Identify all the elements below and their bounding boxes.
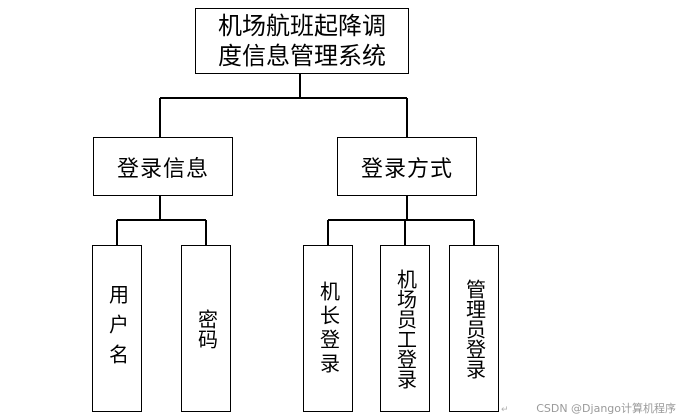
leaf-label: 机长登录 bbox=[316, 280, 341, 377]
leaf-label: 机场员工登录 bbox=[393, 268, 418, 389]
branch-label: 登录方式 bbox=[360, 156, 453, 182]
branch-label: 登录信息 bbox=[116, 156, 209, 182]
branch-node-login-info: 登录信息 bbox=[93, 137, 233, 196]
watermark: CSDN @Django计算机程序 bbox=[536, 402, 676, 415]
leaf-node-admin-login: 管理员登录 bbox=[449, 245, 499, 412]
leaf-node-staff-login: 机场员工登录 bbox=[380, 245, 430, 412]
leaf-label: 密码 bbox=[194, 308, 219, 349]
leaf-node-captain-login: 机长登录 bbox=[303, 245, 353, 412]
branch-node-login-mode: 登录方式 bbox=[337, 137, 477, 196]
leaf-label: 管理员登录 bbox=[462, 278, 487, 379]
leaf-node-username: 用户名 bbox=[92, 245, 142, 412]
root-title-line1: 机场航班起降调 bbox=[218, 12, 386, 40]
root-title-line2: 度信息管理系统 bbox=[218, 42, 386, 70]
leaf-label: 用户名 bbox=[105, 283, 130, 374]
return-mark-icon: ↵ bbox=[501, 405, 509, 415]
root-node: 机场航班起降调 度信息管理系统 bbox=[195, 8, 409, 74]
leaf-node-password: 密码 bbox=[181, 245, 231, 412]
